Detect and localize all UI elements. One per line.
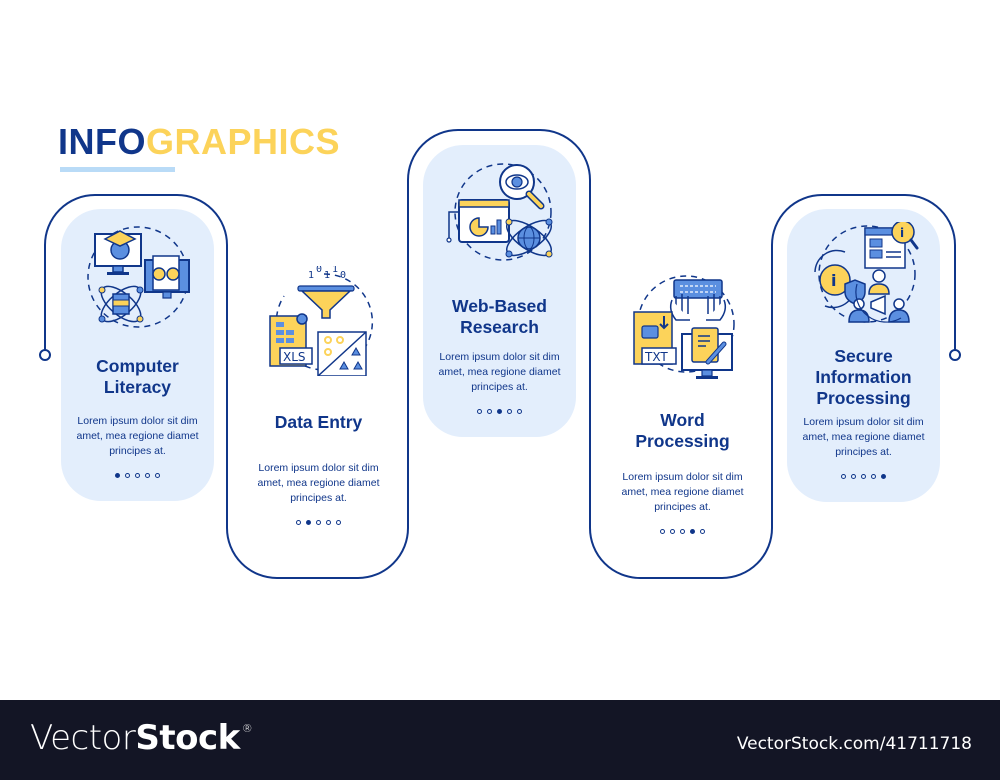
dot-2 — [487, 409, 492, 414]
step-description: Lorem ipsum dolor sit dim amet, mea regi… — [257, 462, 380, 504]
step-description: Lorem ipsum dolor sit dim amet, mea regi… — [438, 351, 561, 393]
svg-text:1: 1 — [324, 270, 330, 281]
dot-3 — [861, 474, 866, 479]
dot-1 — [660, 529, 665, 534]
step-card-computer-literacy: Computer Literacy Lorem ipsum dolor sit … — [61, 222, 214, 478]
dot-1 — [477, 409, 482, 414]
pagination-dots — [477, 409, 522, 414]
web-research-icon — [445, 160, 555, 270]
registered-mark: ® — [241, 722, 253, 735]
dot-5 — [881, 474, 886, 479]
start-node — [39, 349, 51, 361]
image-url[interactable]: VectorStock.com/41711718 — [736, 734, 972, 754]
step-card-secure-info: i i Secure Information Processing Lorem … — [787, 220, 940, 479]
dot-4 — [145, 473, 150, 478]
step-description: Lorem ipsum dolor sit dim amet, mea regi… — [621, 471, 744, 513]
svg-text:i: i — [900, 226, 904, 240]
pagination-dots — [841, 474, 886, 479]
dot-2 — [851, 474, 856, 479]
page-title: INFOGRAPHICS — [58, 122, 340, 162]
svg-text:0: 0 — [340, 270, 346, 281]
card-bg-3 — [423, 145, 576, 437]
dot-5 — [155, 473, 160, 478]
step-title: Word Processing — [635, 410, 730, 451]
dot-5 — [336, 520, 341, 525]
svg-text:0: 0 — [316, 266, 322, 275]
step-title: Data Entry — [274, 412, 363, 432]
dot-2 — [670, 529, 675, 534]
dot-2 — [125, 473, 130, 478]
dot-1 — [115, 473, 120, 478]
step-description: Lorem ipsum dolor sit dim amet, mea regi… — [76, 415, 199, 457]
pagination-dots — [660, 529, 705, 534]
step-card-data-entry: 1 0 1 1 0 XLS Data Entry Lorem ipsum dol… — [242, 264, 395, 525]
dot-3 — [135, 473, 140, 478]
pagination-dots — [115, 473, 160, 478]
dot-4 — [871, 474, 876, 479]
footer-bar: VectorStock® VectorStock.com/41711718 — [0, 700, 1000, 780]
svg-text:TXT: TXT — [644, 350, 668, 364]
step-card-word-processing: TXT Word Processing Lorem ipsum dolor si… — [606, 270, 759, 534]
title-part-graphics: GRAPHICS — [146, 121, 341, 162]
title-underline — [60, 167, 175, 172]
svg-text:1: 1 — [332, 266, 338, 275]
dot-4 — [690, 529, 695, 534]
dot-4 — [326, 520, 331, 525]
step-title: Computer Literacy — [96, 356, 179, 397]
secure-info-icon: i i — [809, 220, 919, 332]
dot-2 — [306, 520, 311, 525]
word-processing-icon: TXT — [628, 270, 738, 380]
infographics-header: INFOGRAPHICS — [58, 122, 340, 172]
data-entry-icon: 1 0 1 1 0 XLS — [264, 264, 374, 377]
logo-bold: Stock — [135, 718, 240, 758]
computer-literacy-icon — [83, 222, 193, 332]
step-card-web-research: Web-Based Research Lorem ipsum dolor sit… — [423, 160, 576, 414]
dot-5 — [700, 529, 705, 534]
dot-3 — [497, 409, 502, 414]
connector-outline — [39, 129, 961, 579]
step-description: Lorem ipsum dolor sit dim amet, mea regi… — [802, 416, 925, 458]
dot-3 — [316, 520, 321, 525]
step-title: Secure Information Processing — [815, 346, 912, 408]
dot-5 — [517, 409, 522, 414]
vectorstock-logo[interactable]: VectorStock® — [30, 718, 253, 758]
svg-text:i: i — [831, 271, 836, 290]
end-node — [949, 349, 961, 361]
title-part-info: INFO — [58, 121, 146, 162]
step-title: Web-Based Research — [452, 296, 547, 337]
pagination-dots — [296, 520, 341, 525]
svg-text:XLS: XLS — [283, 350, 306, 364]
dot-3 — [680, 529, 685, 534]
dot-4 — [507, 409, 512, 414]
card-bg-5 — [787, 209, 940, 502]
dot-1 — [841, 474, 846, 479]
svg-text:1: 1 — [308, 270, 314, 281]
dot-1 — [296, 520, 301, 525]
logo-light: Vector — [30, 718, 136, 758]
